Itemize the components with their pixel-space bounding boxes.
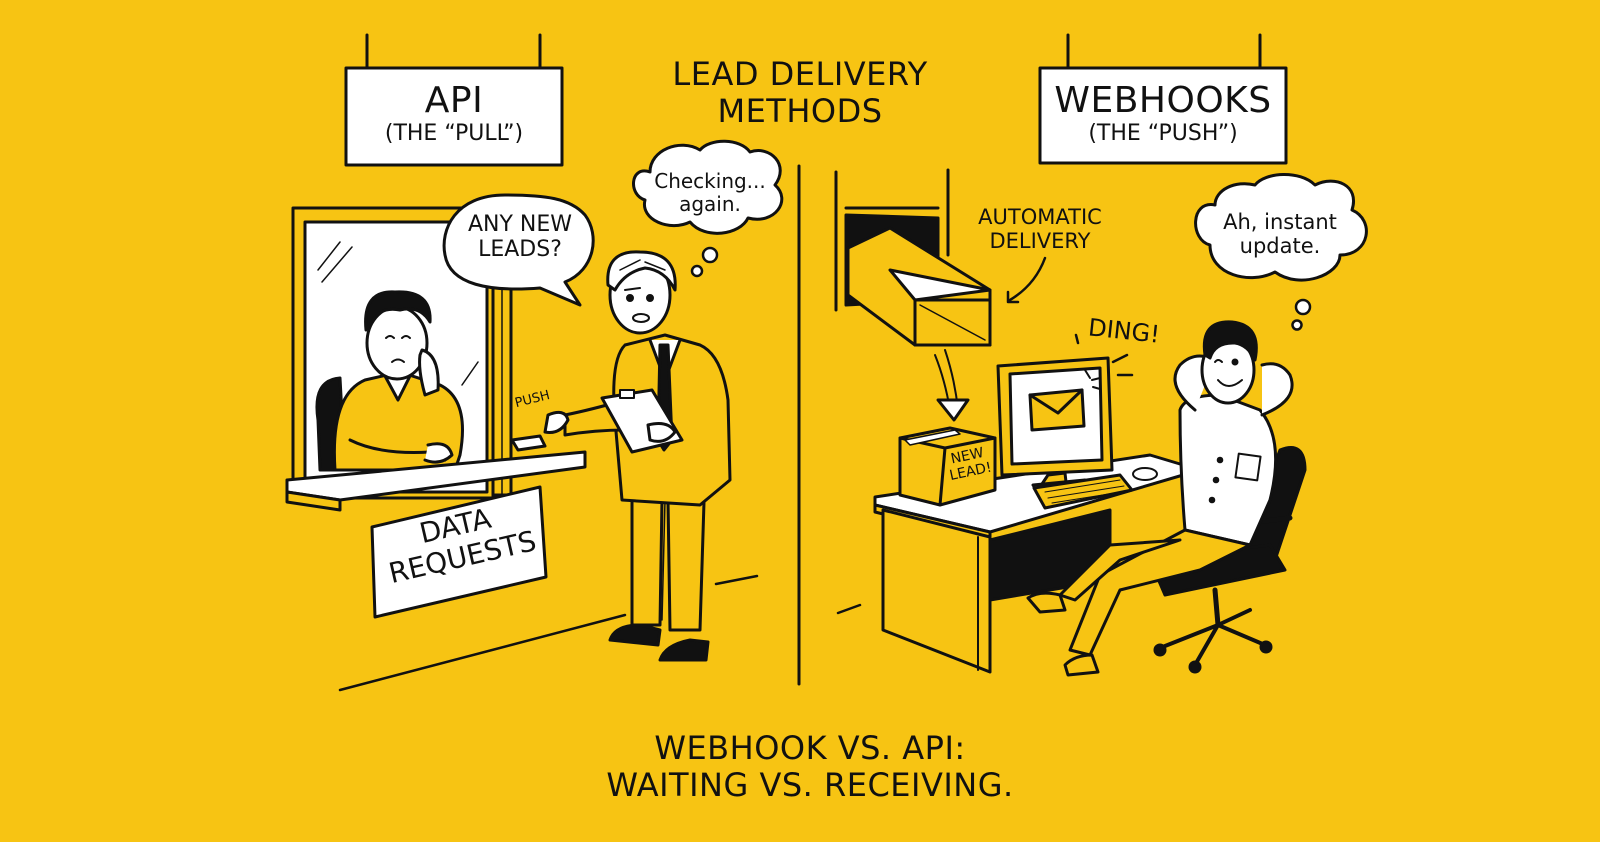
api-sign-art xyxy=(344,33,564,167)
main-title: LEAD DELIVERY METHODS xyxy=(640,56,960,130)
automatic-delivery-line2: DELIVERY xyxy=(989,229,1091,254)
webhooks-sign-subtitle: (THE “PUSH”) xyxy=(1088,121,1238,147)
speech-bubble: ANY NEW LEADS? xyxy=(445,212,595,263)
thought-bubble-left-art xyxy=(632,139,784,278)
webhooks-sign-title: WEBHOOKS xyxy=(1054,80,1272,121)
thought-bubble-right: Ah, instant update. xyxy=(1200,210,1360,258)
api-sign-subtitle: (THE “PULL”) xyxy=(384,121,524,147)
thought-bubble-left-line2: again. xyxy=(679,192,741,216)
thought-bubble-left-line1: Checking... xyxy=(654,169,766,193)
caption-line1: WEBHOOK VS. API: xyxy=(654,729,966,767)
webhooks-sign: WEBHOOKS (THE “PUSH”) xyxy=(1040,80,1286,147)
relaxed-man-art xyxy=(1026,320,1307,677)
automatic-delivery-label: AUTOMATIC DELIVERY xyxy=(965,205,1115,253)
automatic-delivery-line1: AUTOMATIC xyxy=(978,205,1102,229)
speech-bubble-line2: LEADS? xyxy=(478,237,562,263)
api-sign: API (THE “PULL”) xyxy=(346,80,562,147)
clipboard-man-art xyxy=(543,250,732,662)
main-title-line1: LEAD DELIVERY xyxy=(672,55,928,93)
desk-art xyxy=(836,333,1202,674)
speech-bubble-art xyxy=(442,193,595,307)
thought-bubble-left: Checking... again. xyxy=(630,170,790,216)
webhooks-sign-art xyxy=(1038,33,1288,165)
thought-bubble-right-line1: Ah, instant xyxy=(1223,210,1337,234)
api-sign-title: API xyxy=(424,80,484,121)
caption-line2: WAITING VS. RECEIVING. xyxy=(606,765,1014,804)
speech-bubble-line1: ANY NEW xyxy=(467,212,573,237)
caption: WEBHOOK VS. API: WAITING VS. RECEIVING. xyxy=(500,730,1120,804)
thought-bubble-right-line2: update. xyxy=(1239,234,1321,259)
main-title-line2: METHODS xyxy=(717,91,883,130)
delivery-chute-art xyxy=(834,168,1047,422)
thought-bubble-right-art xyxy=(1194,173,1368,331)
